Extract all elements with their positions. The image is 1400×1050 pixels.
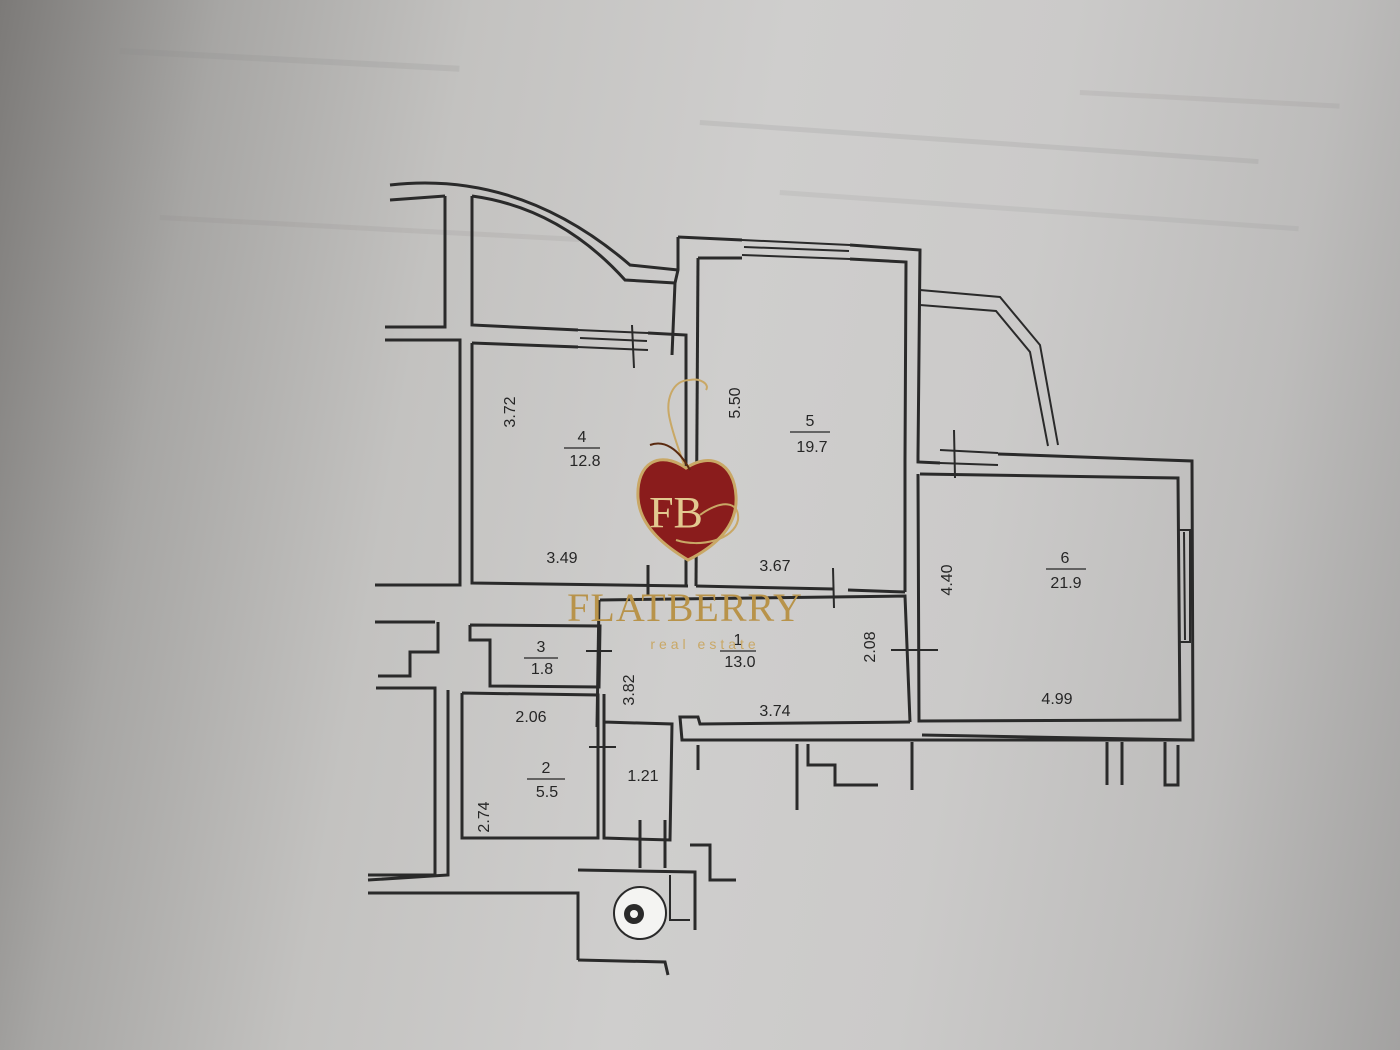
room-3-number: 3	[537, 639, 546, 656]
cherry-heart-icon	[636, 458, 738, 562]
room-5: 5 19.7 5.50 3.67	[727, 387, 830, 575]
room-1-depth: 3.82	[621, 674, 638, 705]
bleed-through-text	[119, 48, 1340, 242]
logo-brand-name: FLATBERRY	[567, 585, 803, 630]
room-6-height: 4.40	[939, 564, 956, 595]
room-4: 4 12.8 3.72 3.49	[502, 396, 601, 567]
lift-circle-icon	[613, 886, 667, 940]
room-5-height: 5.50	[727, 387, 744, 418]
room-6-area: 21.9	[1050, 575, 1081, 592]
room-5-width: 3.67	[759, 558, 790, 575]
room-4-width: 3.49	[546, 550, 577, 567]
room-5-number: 5	[806, 413, 815, 430]
flatberry-logo: FB FLATBERRY real estate	[567, 378, 803, 652]
room-2: 2 5.5 2.06 2.74 1.21	[476, 709, 659, 833]
logo-tagline: real estate	[650, 636, 759, 652]
room-2-height: 2.74	[476, 801, 493, 832]
room-6: 6 21.9 4.40 4.99	[939, 550, 1086, 708]
room-4-height: 3.72	[502, 396, 519, 427]
room-2-number: 2	[542, 760, 551, 777]
room-4-number: 4	[578, 429, 587, 446]
logo-monogram: FB	[649, 488, 703, 537]
room-3-area: 1.8	[531, 661, 553, 678]
room-4-area: 12.8	[569, 453, 600, 470]
room-6-number: 6	[1061, 550, 1070, 567]
room-3: 3 1.8	[524, 639, 558, 678]
room-1-width: 3.74	[759, 703, 790, 720]
room-2-width: 2.06	[515, 709, 546, 726]
room-1-area: 13.0	[724, 654, 755, 671]
room-1: 1 13.0 3.82 2.08 3.74	[621, 631, 879, 720]
room-1-number: 1	[734, 632, 743, 649]
room-1-height: 2.08	[862, 631, 879, 662]
room-2-corridor-width: 1.21	[627, 768, 658, 785]
room-6-width: 4.99	[1041, 691, 1072, 708]
room-5-area: 19.7	[796, 439, 827, 456]
room-2-area: 5.5	[536, 784, 558, 801]
